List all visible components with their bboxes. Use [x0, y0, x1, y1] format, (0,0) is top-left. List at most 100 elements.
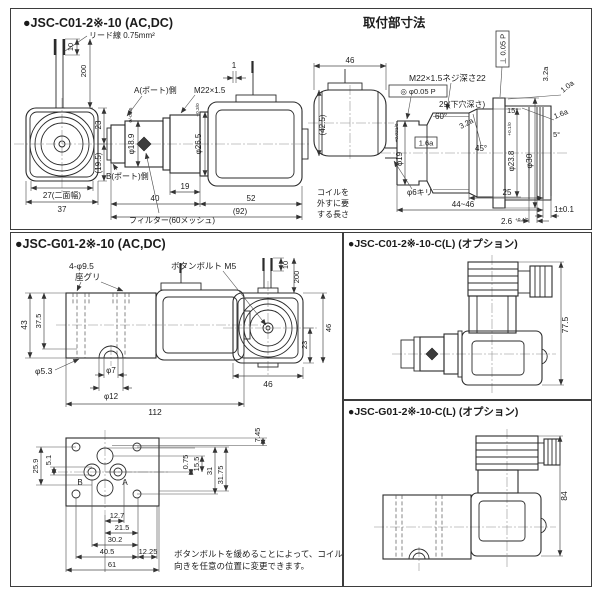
- dim-37: 37: [58, 205, 67, 214]
- dim-0-75: 0.75: [181, 455, 190, 470]
- g01-dim-200: 200: [292, 271, 301, 284]
- dim-25: 25: [503, 188, 512, 197]
- g01-option-title: ●JSC-G01-2※-10-C(L) (オプション): [348, 405, 518, 418]
- dim-phi30: φ30: [524, 153, 534, 168]
- dim-phi19-tol: +0.021/0: [394, 123, 400, 142]
- counterbore-label-2: 座グリ: [75, 272, 101, 282]
- mounting-cavity-drawing: ⊥ 0.05 P ◎ φ0.05 P M22×1.5ネジ深さ22 29(下穴深さ…: [381, 30, 577, 226]
- angle-60: 60°: [435, 112, 447, 121]
- g01-mounting-face: B A 25.9 5.1 0.75 15.5 31 31.75 7.45 12.…: [31, 428, 267, 573]
- dim-29-pilot: 29(下穴深さ): [439, 99, 486, 109]
- dim-200: 200: [79, 65, 88, 78]
- c01-rear-view: 46 (42.5) コイルを 外すに要 する長さ: [308, 56, 394, 219]
- dim-5-1: 5.1: [44, 455, 53, 465]
- dim-19-5: (19.5): [94, 152, 103, 173]
- dim-19: 19: [181, 182, 190, 191]
- dim-1-plus-minus: 1±0.1: [554, 205, 575, 214]
- dim-77-5: 77.5: [560, 316, 570, 333]
- dim-phi7: φ7: [106, 366, 116, 375]
- dim-18-9-tol: 0/-0.05: [128, 107, 134, 122]
- dim-1: 1: [232, 61, 237, 70]
- coil-body: [461, 330, 543, 386]
- g01-option-drawing: 84: [374, 429, 569, 571]
- g01-side-view: 4-φ9.5 座グリ 43 37.5 φ5.3 φ7 φ12 112: [19, 261, 261, 417]
- panel-jsc-c01: ●JSC-C01-2※-10 (AC,DC) 取付部寸法 リード線 0.75mm…: [10, 8, 592, 230]
- terminal-plate: [235, 94, 277, 103]
- c01-option-drawing: 77.5: [392, 255, 570, 393]
- c01-side-view: 1 A(ポート)側 M22×1.5 B(ポート)側 φ18.9 0/-0.05 …: [103, 61, 311, 225]
- dim-phi6-drill: φ6キリ: [407, 188, 433, 197]
- dim-84: 84: [559, 491, 569, 501]
- angle-5: 5°: [553, 130, 560, 139]
- dim-46: 46: [346, 56, 355, 65]
- dim-phi5-3: φ5.3: [35, 366, 53, 376]
- dim-27-flats: 27(二面幅): [43, 190, 82, 200]
- g01-front-view: ボタンボルト M5 10 200 23 46 46: [171, 257, 333, 389]
- dim-23: 23: [94, 120, 103, 129]
- panel-jsc-c01-option: ●JSC-C01-2※-10-C(L) (オプション) 77.5: [343, 232, 592, 400]
- port-a-label: A(ポート)側: [134, 85, 177, 95]
- dim-40: 40: [151, 194, 160, 203]
- dim-112: 112: [148, 407, 162, 417]
- finish-3-2a-slant: 3.2a: [458, 116, 476, 131]
- dim-phi23-8-tol: +0.1/0: [507, 122, 513, 136]
- finish-1-6a-slant: 1.6a: [552, 107, 570, 121]
- filter-symbol: [425, 347, 439, 361]
- dim-37-5: 37.5: [34, 314, 43, 329]
- c01-title: ●JSC-C01-2※-10 (AC,DC): [23, 16, 173, 30]
- dim-44-46: 44~46: [452, 200, 475, 209]
- dim-31: 31: [205, 467, 214, 475]
- coil-note-line2: 外すに要: [317, 198, 349, 208]
- g01-dim-10: 10: [281, 261, 290, 269]
- dim-61: 61: [108, 560, 116, 569]
- g01-dim-46-height: 46: [324, 324, 333, 332]
- port-b-letter: B: [77, 478, 82, 487]
- lead-wire-label: リード線 0.75mm²: [89, 30, 155, 40]
- dim-40-5: 40.5: [100, 547, 115, 556]
- button-bolt-label: ボタンボルト M5: [171, 261, 236, 271]
- solenoid-tube: [477, 469, 519, 494]
- dim-31-75: 31.75: [216, 466, 225, 485]
- coil-note-line3: する長さ: [317, 210, 349, 219]
- panel-jsc-g01: ●JSC-G01-2※-10 (AC,DC) 4-φ9.5 座グリ 43 37.…: [10, 232, 343, 587]
- panel-jsc-g01-option: ●JSC-G01-2※-10-C(L) (オプション) 84: [343, 400, 592, 587]
- dim-25-9: 25.9: [31, 459, 40, 474]
- concentricity-frame: ◎ φ0.05 P: [400, 87, 435, 96]
- g01-dim-23: 23: [300, 341, 309, 349]
- dim-2-6: 2.6: [501, 217, 513, 226]
- mounting-dims-title: 取付部寸法: [363, 15, 426, 30]
- solenoid-tube: [468, 295, 517, 334]
- coil-note-line1: コイルを: [317, 188, 349, 197]
- dim-26-5-tol: +0.3/0: [195, 103, 201, 117]
- dim-21-5: 21.5: [115, 523, 130, 532]
- button-bolt-note-line1: ボタンボルトを緩めることによって、コイルの: [174, 549, 342, 559]
- port-t: [96, 479, 114, 497]
- dim-15-5: 15.5: [192, 457, 201, 472]
- dim-30-2: 30.2: [108, 535, 123, 544]
- dim-52: 52: [247, 194, 256, 203]
- dim-phi19: φ19: [395, 151, 404, 166]
- g01-title: ●JSC-G01-2※-10 (AC,DC): [15, 237, 166, 251]
- dim-18-9: φ18.9: [127, 133, 136, 154]
- connector-fins: [467, 261, 519, 297]
- finish-1-0a: 1.0a: [559, 78, 577, 95]
- port-b-label: B(ポート)側: [106, 171, 149, 181]
- dim-43: 43: [19, 320, 29, 330]
- coil-body: [470, 492, 542, 557]
- dim-2-6-tol: +0.4/0: [515, 217, 529, 223]
- angle-45: 45°: [475, 144, 487, 153]
- button-bolt-note-line2: 向きを任意の位置に変更できます。: [174, 561, 309, 571]
- angle-15: 15°: [507, 106, 518, 115]
- finish-1-6a-box: 1.6a: [419, 139, 434, 148]
- counterbore-label-1: 4-φ9.5: [69, 261, 94, 271]
- c01-front-view: リード線 0.75mm² 10 200 23 (19.5) 27(二面幅) 37: [14, 30, 155, 214]
- thread-depth-label: M22×1.5ネジ深さ22: [409, 73, 486, 83]
- manifold-block: [382, 494, 472, 560]
- perpendicularity-frame: ⊥ 0.05 P: [499, 34, 508, 64]
- dim-7-45: 7.45: [253, 428, 262, 443]
- dim-42-5: (42.5): [318, 114, 327, 135]
- cable-gland: [529, 265, 553, 298]
- dim-26-5: φ26.5: [194, 133, 203, 154]
- dim-92: (92): [233, 207, 248, 216]
